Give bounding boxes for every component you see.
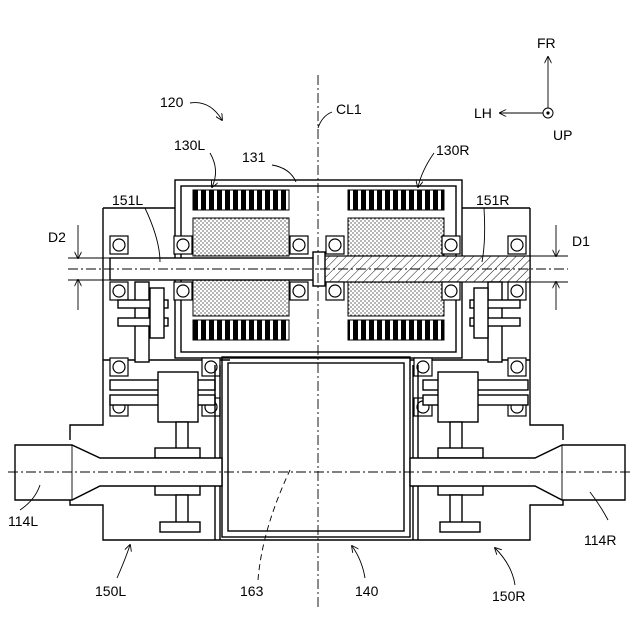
label-130R: 130R	[436, 142, 469, 158]
label-150R: 150R	[492, 588, 525, 604]
direction-indicator	[500, 57, 553, 118]
bearing-ball	[511, 285, 523, 297]
bearing-ball	[329, 285, 341, 297]
label-d2: D2	[48, 229, 66, 245]
label-150L: 150L	[95, 583, 126, 599]
label-151R: 151R	[476, 192, 509, 208]
label-fr: FR	[537, 35, 556, 51]
bearing-ball	[113, 285, 125, 297]
label-151L: 151L	[112, 192, 143, 208]
bearing-ball	[417, 361, 429, 373]
inner-partitions	[215, 365, 418, 540]
bearing-ball	[329, 239, 341, 251]
label-cl1: CL1	[336, 101, 362, 117]
bearing-ball	[177, 239, 189, 251]
right-shaft-151R	[323, 256, 530, 282]
bearing-ball	[177, 285, 189, 297]
label-up: UP	[553, 127, 572, 143]
bearing-ball	[445, 239, 457, 251]
label-114R: 114R	[584, 532, 616, 548]
bearing-ball	[293, 239, 305, 251]
bearing-ball	[113, 361, 125, 373]
leader-lines	[20, 103, 608, 585]
label-140: 140	[355, 583, 379, 599]
center-unit-163	[222, 357, 410, 537]
bearing-ball	[445, 285, 457, 297]
dimension-d1	[530, 225, 568, 310]
label-120: 120	[160, 94, 184, 110]
bearing-ball	[293, 285, 305, 297]
bearing-ball	[511, 361, 523, 373]
label-d1: D1	[572, 233, 590, 249]
label-130L: 130L	[174, 137, 205, 153]
label-lh: LH	[474, 105, 492, 121]
label-114L: 114L	[8, 513, 38, 529]
bearing-ball	[511, 239, 523, 251]
label-131: 131	[242, 149, 266, 165]
bearing-ball	[113, 239, 125, 251]
label-163: 163	[240, 583, 264, 599]
